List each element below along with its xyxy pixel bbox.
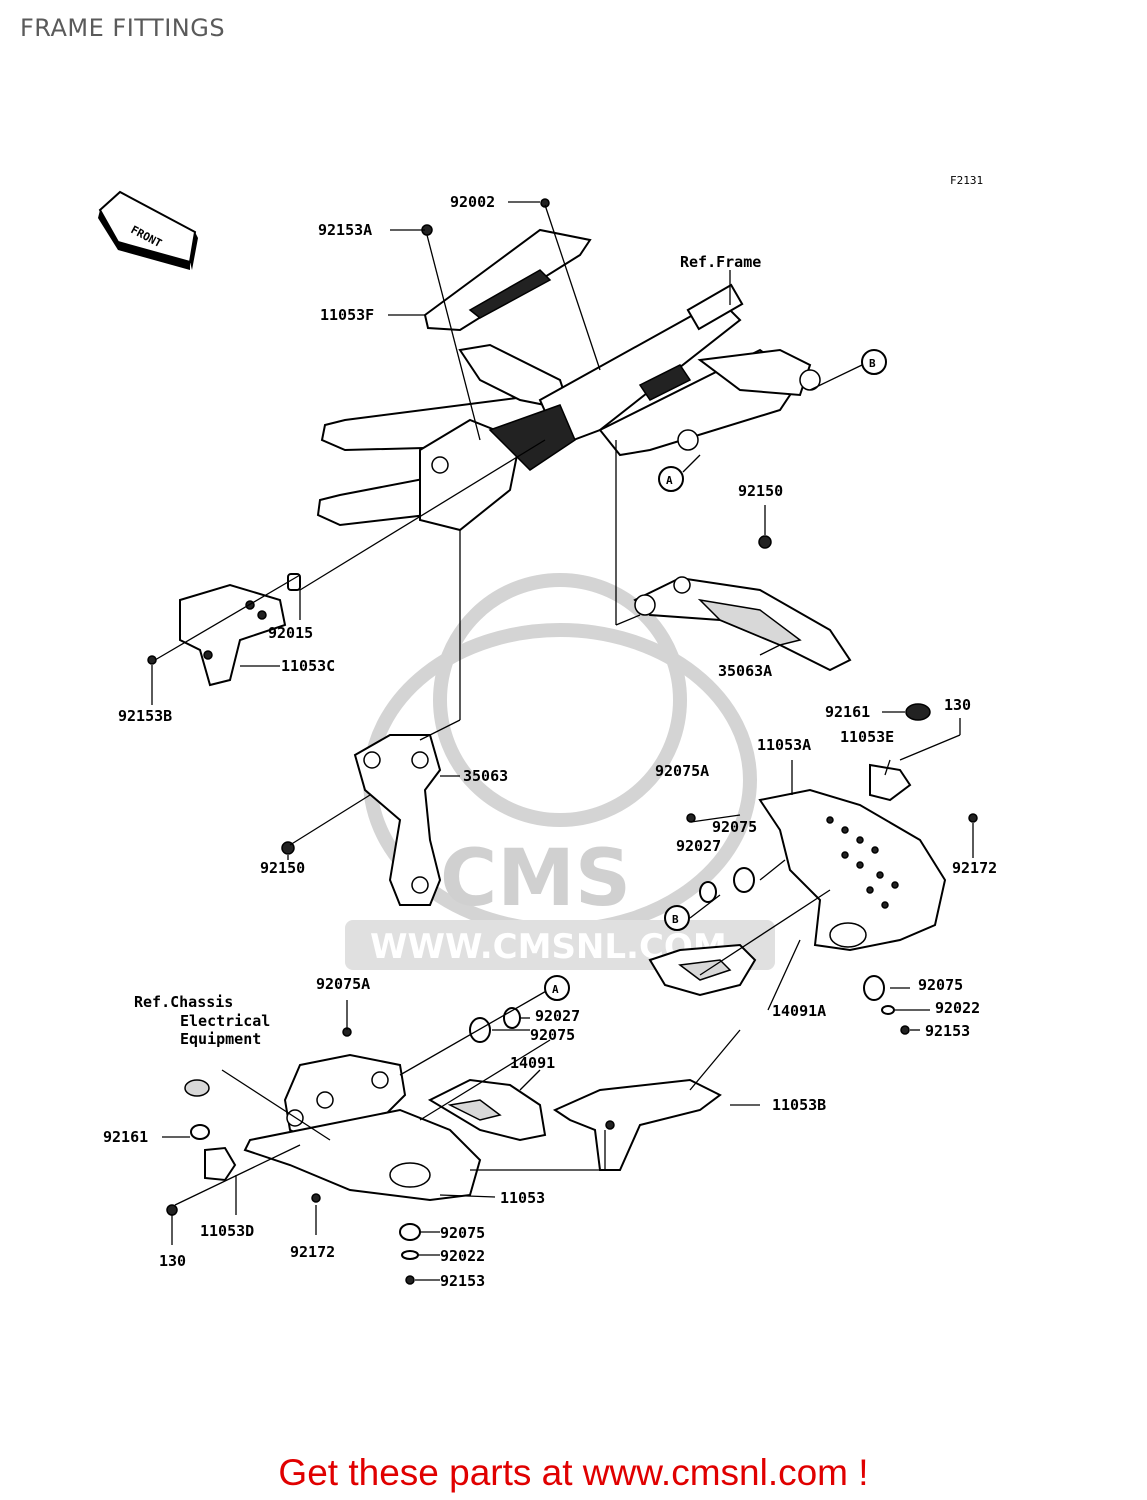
part-label-130-left: 130 [159, 1252, 186, 1270]
footer-link[interactable]: Get these parts at www.cmsnl.com ! [278, 1452, 869, 1493]
part-label-92075-right: 92075 [918, 976, 963, 994]
marker-b-top: B [861, 349, 887, 375]
part-label-92172-right: 92172 [952, 859, 997, 877]
ref-chassis-label: Ref.Chassis [134, 993, 233, 1011]
marker-b-bottom: B [664, 905, 690, 931]
marker-b-top-label: B [869, 357, 876, 370]
marker-b-bottom-label: B [672, 913, 679, 926]
part-label-92150-left: 92150 [260, 859, 305, 877]
part-label-92075a-right: 92075A [655, 762, 709, 780]
marker-a-bottom: A [544, 975, 570, 1001]
part-label-92015: 92015 [268, 624, 313, 642]
part-label-14091: 14091 [510, 1054, 555, 1072]
front-arrow-icon: FRONT [98, 190, 198, 270]
ref-electrical-label: Electrical [180, 1012, 270, 1030]
part-label-92027-low: 92027 [535, 1007, 580, 1025]
part-label-92002: 92002 [450, 193, 495, 211]
step-bracket-35063a [633, 535, 852, 672]
part-label-11053f: 11053F [320, 306, 374, 324]
part-label-35063: 35063 [463, 767, 508, 785]
diagram-code: F2131 [950, 174, 983, 187]
ref-frame-label: Ref.Frame [680, 253, 761, 271]
marker-a-bottom-label: A [552, 983, 559, 996]
part-label-92153-bottom: 92153 [440, 1272, 485, 1290]
page-title: FRAME FITTINGS [20, 14, 226, 42]
part-label-92022-bottom: 92022 [440, 1247, 485, 1265]
part-label-92150-top: 92150 [738, 482, 783, 500]
heel-guard-left [166, 1007, 722, 1285]
part-label-35063a: 35063A [718, 662, 772, 680]
part-label-11053b: 11053B [772, 1096, 826, 1114]
part-label-92027-mid: 92027 [676, 837, 721, 855]
ref-equipment-label: Equipment [180, 1030, 261, 1048]
rear-frame [316, 283, 821, 532]
part-label-92153a: 92153A [318, 221, 372, 239]
leader-lines [151, 201, 974, 1281]
part-label-92075-bottom: 92075 [440, 1224, 485, 1242]
part-label-92075-low: 92075 [530, 1026, 575, 1044]
bracket-11053c [147, 573, 301, 687]
part-label-14091a: 14091A [772, 1002, 826, 1020]
part-label-92153-right: 92153 [925, 1022, 970, 1040]
step-bracket-35063 [281, 734, 442, 906]
frame-fittings-diagram: CMS WWW.CMSNL.COM FRONT F2131 [98, 174, 997, 1290]
watermark-brand: CMS [440, 834, 631, 924]
part-label-92172-left: 92172 [290, 1243, 335, 1261]
part-label-130-right: 130 [944, 696, 971, 714]
heel-guard-right [648, 703, 978, 1035]
part-label-92161-right: 92161 [825, 703, 870, 721]
bracket-11053f [421, 198, 592, 332]
part-label-92022-right: 92022 [935, 999, 980, 1017]
marker-a-top: A [658, 466, 684, 492]
part-label-11053d: 11053D [200, 1222, 254, 1240]
part-label-92075-mid: 92075 [712, 818, 757, 836]
part-label-92161-left: 92161 [103, 1128, 148, 1146]
part-label-11053a: 11053A [757, 736, 811, 754]
part-label-11053c: 11053C [281, 657, 335, 675]
part-label-11053e: 11053E [840, 728, 894, 746]
part-label-92075a-left: 92075A [316, 975, 370, 993]
part-label-92153b: 92153B [118, 707, 172, 725]
part-label-11053: 11053 [500, 1189, 545, 1207]
marker-a-top-label: A [666, 474, 673, 487]
